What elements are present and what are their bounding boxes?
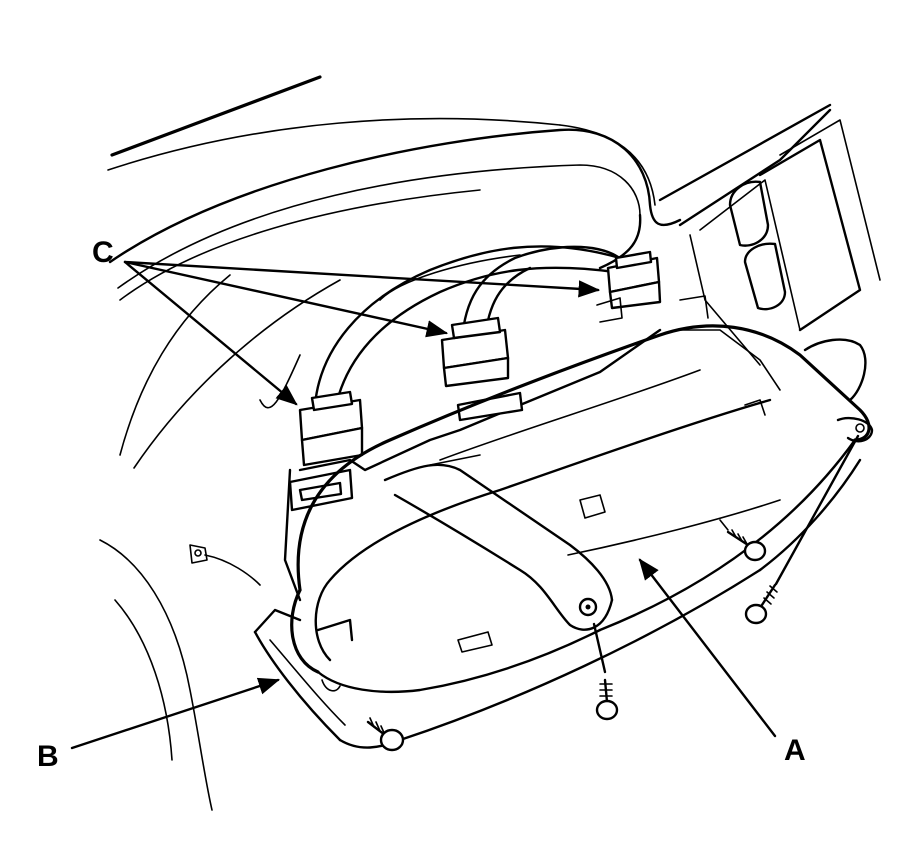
callout-a-label: A [784,734,806,767]
callout-c-label: C [92,236,114,269]
leader-screw-right-lower [774,434,860,586]
center-support-post [383,454,614,631]
connector-right [606,250,662,310]
screw-center [595,678,619,721]
screw-right-upper [726,529,767,562]
lower-trim-panel [253,458,862,749]
callout-b-label: B [37,740,59,773]
dashboard-hood [99,128,682,811]
leader-a-to-bezel [638,558,777,738]
screw-right-lower [744,583,778,625]
instrument-panel-bezel [290,324,874,693]
leader-c-to-connector-left [123,260,298,406]
connector-left [298,390,364,467]
leader-c-to-connector-center [123,260,449,338]
leader-c-to-connector-right [123,260,601,298]
leader-lines [70,260,860,750]
leader-b-to-lower-trim [70,677,281,750]
connector-center [440,316,510,388]
leader-screw-center [592,622,607,674]
leader-screw-right-upper [719,519,729,531]
screw-left [366,717,405,752]
center-console-vents [658,103,881,402]
